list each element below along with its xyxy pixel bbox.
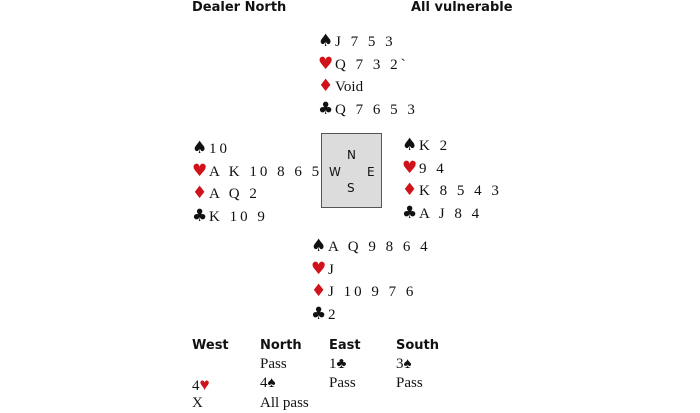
spade-icon: ♠	[267, 375, 276, 391]
east-hearts: 9 4	[419, 160, 447, 177]
north-hand: ♠J 7 5 3 ♥Q 7 3 2` ♦Void ♣Q 7 6 5 3	[318, 30, 418, 120]
north-spades: J 7 5 3	[335, 34, 396, 50]
spade-icon: ♠	[403, 356, 412, 372]
bid-north-3: All pass	[260, 395, 309, 411]
bid-east-1: 1♣	[329, 356, 346, 373]
spade-icon: ♠	[311, 236, 327, 256]
spade-icon: ♠	[192, 138, 208, 158]
diamond-icon: ♦	[192, 183, 208, 203]
east-hand: ♠K 2 ♥9 4 ♦K 8 5 4 3 ♣A J 8 4	[402, 134, 502, 224]
diamond-icon: ♦	[311, 281, 327, 301]
spade-icon: ♠	[402, 135, 418, 155]
club-icon: ♣	[192, 205, 208, 226]
bid-south-2: Pass	[396, 375, 423, 391]
diamond-icon: ♦	[318, 76, 334, 96]
east-clubs: A J 8 4	[419, 205, 483, 222]
bid-level: 4	[192, 378, 200, 394]
west-spades: 10	[209, 141, 230, 157]
north-hearts: Q 7 3 2`	[335, 56, 409, 73]
south-spades: A Q 9 8 6 4	[328, 239, 431, 255]
south-diamonds: J 10 9 7 6	[328, 284, 417, 300]
bid-level: 4	[260, 375, 268, 391]
compass-south: S	[347, 181, 355, 195]
heart-icon: ♥	[199, 375, 210, 394]
auction-header-east: East	[329, 338, 361, 353]
auction-header-north: North	[260, 338, 302, 353]
bid-north-1: Pass	[260, 356, 287, 372]
bid-west-3: X	[192, 395, 203, 411]
auction-header-west: West	[192, 338, 229, 353]
west-diamonds: A Q 2	[209, 186, 260, 202]
east-spades: K 2	[419, 138, 451, 154]
bid-level: 1	[329, 356, 337, 372]
north-diamonds: Void	[335, 79, 364, 95]
club-icon: ♣	[336, 356, 347, 372]
heart-icon: ♥	[192, 160, 208, 181]
bid-south-1: 3♠	[396, 356, 411, 373]
compass-west: W	[329, 165, 341, 179]
heart-icon: ♥	[402, 157, 418, 178]
club-icon: ♣	[402, 202, 418, 223]
bid-west-2: 4♥	[192, 375, 210, 395]
bid-north-2: 4♠	[260, 375, 275, 392]
club-icon: ♣	[311, 303, 327, 324]
west-clubs: K 10 9	[209, 208, 268, 225]
compass-north: N	[347, 148, 356, 162]
west-hearts: A K 10 8 6 5	[209, 163, 323, 180]
diamond-icon: ♦	[402, 180, 418, 200]
west-hand: ♠10 ♥A K 10 8 6 5 ♦A Q 2 ♣K 10 9	[192, 137, 322, 227]
south-hand: ♠A Q 9 8 6 4 ♥J ♦J 10 9 7 6 ♣2	[311, 235, 431, 325]
compass-east: E	[367, 165, 375, 179]
heart-icon: ♥	[311, 258, 327, 279]
auction-header-south: South	[396, 338, 440, 353]
north-clubs: Q 7 6 5 3	[335, 101, 418, 118]
bid-level: 3	[396, 356, 404, 372]
east-diamonds: K 8 5 4 3	[419, 183, 502, 199]
vulnerability-label: All vulnerable	[411, 0, 513, 15]
south-hearts: J	[328, 261, 337, 278]
dealer-label: Dealer North	[192, 0, 287, 15]
club-icon: ♣	[318, 98, 334, 119]
bid-east-2: Pass	[329, 375, 356, 391]
heart-icon: ♥	[318, 53, 334, 74]
compass-box: N W E S	[321, 133, 382, 208]
spade-icon: ♠	[318, 31, 334, 51]
south-clubs: 2	[328, 306, 339, 323]
